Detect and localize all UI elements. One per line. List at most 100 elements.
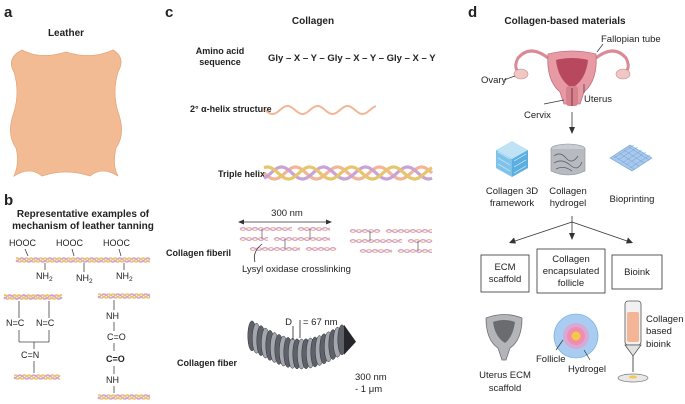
collagen-fibril-label: Collagen fiberil bbox=[166, 248, 231, 258]
panel-b: b Representative examples of mechanism o… bbox=[3, 192, 154, 400]
b-right-f1-strand-2 bbox=[97, 293, 151, 299]
b-left-f2-strand-2 bbox=[3, 294, 63, 300]
nh-label-1: NH bbox=[106, 311, 119, 321]
hydrogel-label-line2: hydrogel bbox=[550, 198, 586, 209]
uterus-label: Uterus bbox=[584, 94, 612, 105]
ecm-box-line1: ECM bbox=[494, 262, 515, 273]
fibril-11-strand-2 bbox=[359, 248, 393, 254]
panel-a: a Leather bbox=[4, 4, 122, 178]
fibril-12-strand-2 bbox=[397, 248, 433, 254]
fibril-1-strand-1 bbox=[239, 226, 293, 232]
nh-label-2: NH bbox=[106, 375, 119, 385]
b-top-fibre-strand-3 bbox=[15, 257, 151, 263]
fibril-6-strand-1 bbox=[305, 246, 337, 252]
bioink-label-line3: bioink bbox=[646, 339, 671, 350]
fibril-2-strand-2 bbox=[297, 226, 331, 232]
branch-arrow-left-head bbox=[509, 237, 516, 244]
tanning-title-line2: mechanism of leather tanning bbox=[12, 221, 154, 232]
b-right-f1-strand-3 bbox=[97, 293, 151, 299]
c-eq-o-bold-label: C=O bbox=[106, 354, 125, 364]
n-eq-c-label-2: N=C bbox=[36, 318, 55, 328]
tanning-fibre-left-3 bbox=[13, 374, 61, 380]
branch-arrow-left bbox=[511, 221, 573, 243]
collagen-3d-framework-icon bbox=[496, 141, 528, 177]
fibril-7-strand-2 bbox=[349, 228, 381, 234]
fiber-width-line1: 300 nm bbox=[355, 372, 387, 383]
framework-label-line2: framework bbox=[490, 198, 535, 209]
leather-title: Leather bbox=[48, 28, 84, 39]
ecm-box-line2: scaffold bbox=[489, 274, 522, 285]
hooc-bond-1 bbox=[24, 248, 29, 257]
hooc-label-1: HOOC bbox=[9, 238, 37, 248]
hooc-bond-2 bbox=[71, 248, 75, 257]
encapsulated-follicle-box bbox=[536, 248, 606, 294]
fibril-10-strand-2 bbox=[407, 238, 433, 244]
d-label: D bbox=[285, 317, 292, 328]
fibril-length-label: 300 nm bbox=[271, 208, 303, 219]
b-right-f2-strand-3 bbox=[97, 394, 151, 400]
collagen-fibril-drawing bbox=[239, 226, 433, 254]
fiber-width-line2: - 1 μm bbox=[355, 384, 382, 395]
fibril-2-strand-1 bbox=[297, 226, 331, 232]
alpha-helix-curve bbox=[264, 105, 377, 115]
alpha-helix-label: 2° α-helix structure bbox=[190, 104, 272, 114]
d-value: = 67 nm bbox=[303, 317, 338, 328]
fibril-9-strand-1 bbox=[349, 238, 403, 244]
fibril-3-strand-2 bbox=[239, 236, 269, 242]
amino-acid-sequence: Gly – X – Y – Gly – X – Y – Gly – X – Y bbox=[268, 53, 436, 64]
bioink-box-label: Bioink bbox=[624, 267, 650, 278]
crosslink-pointer bbox=[253, 243, 263, 263]
panel-c: c Collagen Amino acid sequence Gly – X –… bbox=[165, 4, 436, 395]
fibril-arrow-head-right bbox=[326, 219, 332, 225]
bioink-label-line2: based bbox=[646, 326, 672, 337]
follicle-box-line1: Collagen bbox=[552, 254, 590, 265]
bioprinting-icon bbox=[609, 144, 653, 172]
n-eq-c-label-1: N=C bbox=[6, 318, 25, 328]
crosslinking-label: Lysyl oxidase crosslinking bbox=[242, 264, 351, 275]
fibril-7-strand-1 bbox=[349, 228, 381, 234]
materials-title: Collagen-based materials bbox=[504, 16, 626, 27]
branch-arrow-right-head bbox=[626, 237, 633, 244]
follicle-pointer bbox=[555, 339, 564, 351]
fibril-1-strand-2 bbox=[239, 226, 293, 232]
fibril-3-strand-1 bbox=[239, 236, 269, 242]
panel-c-letter: c bbox=[165, 4, 173, 21]
uterus-anatomy-icon bbox=[513, 49, 631, 106]
hooc-label-3: HOOC bbox=[103, 238, 131, 248]
triple-helix-strand-1 bbox=[262, 165, 434, 181]
encapsulated-follicle-icon bbox=[553, 313, 599, 359]
bioprinting-label: Bioprinting bbox=[610, 194, 655, 205]
hydrogel-label: Hydrogel bbox=[568, 364, 606, 375]
collagen-fiber-drawing bbox=[247, 320, 356, 370]
c-eq-n-label: C=N bbox=[21, 350, 39, 360]
fiber-end-cap bbox=[344, 324, 356, 355]
fibril-4-strand-1 bbox=[273, 236, 331, 242]
uterus-ecm-scaffold-icon bbox=[485, 314, 523, 361]
panel-d: d Collagen-based materials Fallopian tub… bbox=[468, 4, 684, 394]
fibril-8-strand-1 bbox=[385, 228, 433, 234]
fibril-11-strand-1 bbox=[359, 248, 393, 254]
branch-arrow-center-head bbox=[569, 233, 575, 240]
tanning-fibre-top bbox=[15, 257, 151, 263]
collagen-title: Collagen bbox=[292, 16, 334, 27]
hydrogel-pointer bbox=[583, 349, 591, 361]
hooc-bond-3 bbox=[118, 248, 122, 257]
collagen-hydrogel-icon bbox=[550, 143, 586, 176]
follicle-box-line2: encapsulated bbox=[543, 266, 600, 277]
ovary-label: Ovary bbox=[481, 75, 507, 86]
b-left-f3-strand-3 bbox=[13, 374, 61, 380]
cervix-label: Cervix bbox=[524, 110, 551, 121]
amino-acid-label-line2: sequence bbox=[199, 57, 241, 67]
nh2-label-1: NH2 bbox=[36, 271, 53, 283]
bioink-label-line1: Collagen bbox=[646, 314, 684, 325]
triple-helix-strand-2 bbox=[263, 165, 433, 181]
triple-helix-strand-3 bbox=[263, 165, 433, 181]
amino-acid-label-line1: Amino acid bbox=[196, 46, 245, 56]
branch-arrow-right bbox=[571, 221, 631, 243]
fibril-5-strand-2 bbox=[249, 246, 301, 252]
hooc-label-2: HOOC bbox=[56, 238, 84, 248]
panel-a-letter: a bbox=[4, 4, 13, 21]
leather-hide-shape bbox=[10, 49, 122, 178]
bioink-box bbox=[611, 254, 663, 290]
